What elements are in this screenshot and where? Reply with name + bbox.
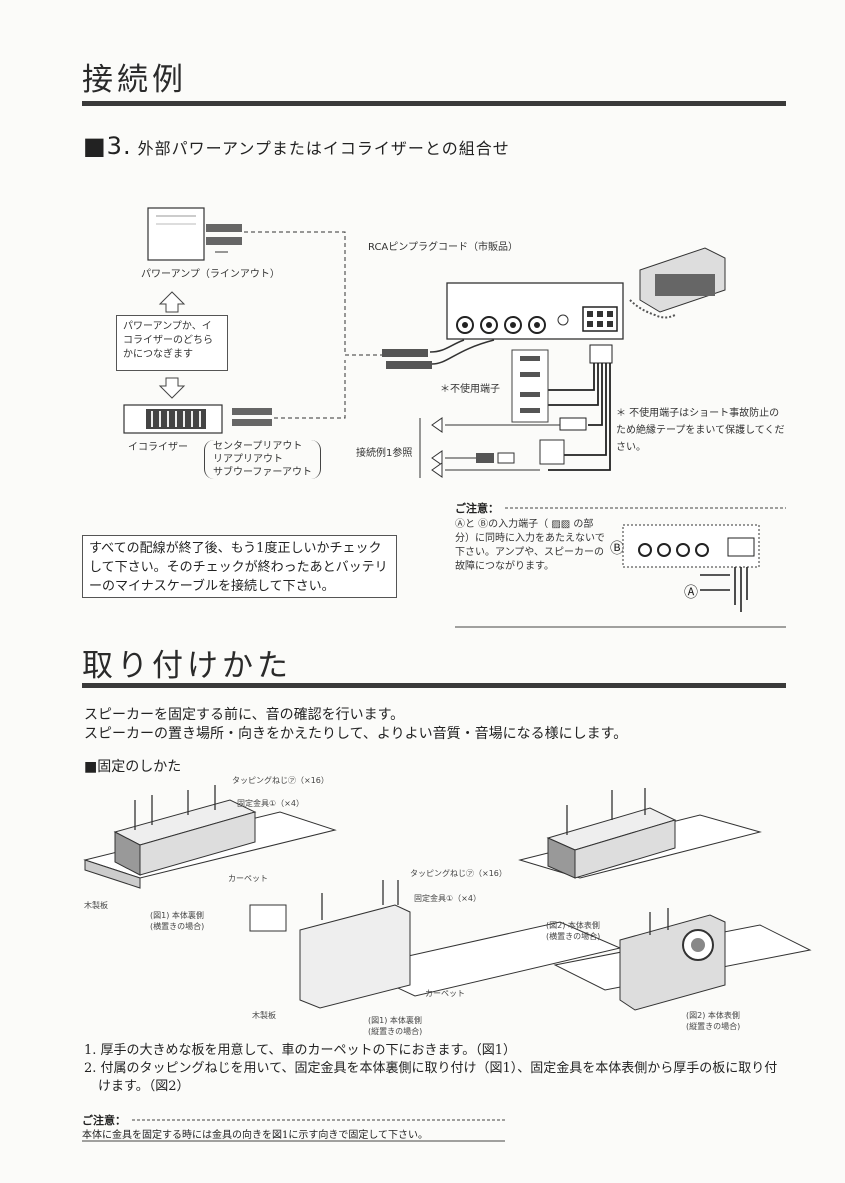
arrow-down-icon [158, 377, 186, 399]
wood-board-label-2: 木製板 [252, 1011, 276, 1020]
carpet-label-2: カーペット [425, 989, 465, 998]
fig2-flat-sub: (横置きの場合) [546, 932, 601, 941]
installation-intro: スピーカーを固定する前に、音の確認を行います。 スピーカーの置き場所・向きをかえ… [84, 706, 627, 744]
rca-plug-icon [206, 224, 242, 232]
bracket-label-1: 固定金具①（×4） [237, 799, 304, 808]
fig2-upright-caption: (図2) 本体表側 (縦置きの場合) [686, 1010, 740, 1032]
fig1-flat-sub: (横置きの場合) [150, 922, 205, 931]
caution-marker-a: Ⓐ [684, 585, 698, 601]
unused-terminal-note: ＊ 不使用端子はショート事故防止のため絶縁テープをまいて保護してください。 [616, 408, 785, 453]
title-rule [82, 101, 786, 106]
choice-note-box: パワーアンプか、イコライザーのどちらかにつなぎます [116, 315, 228, 371]
ref-example-label: 接続例1参照 [356, 448, 413, 459]
screw-label-1: タッピングねじ㋐（×16） [232, 776, 329, 785]
fig1-flat-caption: (図1) 本体裏側 (横置きの場合) [150, 910, 204, 932]
output-subwoofer: サブウーファーアウト [213, 467, 312, 478]
fig2-upright-title: (図2) 本体表側 [686, 1011, 740, 1020]
fig1-upright-caption: (図1) 本体裏側 (縦置きの場合) [368, 1015, 422, 1037]
check-reminder-box: すべての配線が終了後、もう1度正しいかチェックして下さい。そのチェックが終わった… [82, 535, 397, 598]
section-title-connection: 接続例 [82, 62, 187, 98]
unused-terminal-label: ＊不使用端子 [440, 384, 500, 395]
screw-label-2: タッピングねじ㋐（×16） [410, 869, 507, 878]
check-reminder-text: すべての配線が終了後、もう1度正しいかチェックして下さい。そのチェックが終わった… [89, 541, 388, 594]
wood-board-label-1: 木製板 [84, 901, 108, 910]
bracket-label-2: 固定金具①（×4） [414, 894, 481, 903]
output-center: センタープリアウト [213, 441, 303, 452]
carpet-label-1: カーペット [228, 874, 268, 883]
fig1-upright-sub: (縦置きの場合) [368, 1027, 423, 1036]
caution-2-heading: ご注意： [82, 1112, 130, 1128]
caution-2-text: 本体に金具を固定する時には金具の向きを図1に示す向きで固定して下さい。 [82, 1130, 429, 1141]
title-rule-2 [82, 683, 786, 688]
arrow-up-icon [158, 291, 186, 313]
step-2: 2. 付属のタッピングねじを用いて、固定金具を本体裏側に取り付け（図1）、固定金… [84, 1061, 778, 1094]
rca-cord-label: RCAピンプラグコード（市販品） [368, 242, 518, 253]
fig2-flat-title: (図2) 本体表側 [546, 921, 600, 930]
fig1-flat-title: (図1) 本体裏側 [150, 911, 204, 920]
fixing-subheading: ■固定のしかた [84, 759, 182, 775]
subheading: ■3. 外部パワーアンプまたはイコライザーとの組合せ [83, 132, 510, 160]
power-amp-label: パワーアンプ（ラインアウト） [141, 269, 280, 280]
fig1-upright-title: (図1) 本体裏側 [368, 1016, 422, 1025]
caution-marker-b: Ⓑ [610, 541, 624, 557]
caution-1-heading: ご注意： [455, 500, 503, 516]
choice-note-text: パワーアンプか、イコライザーのどちらかにつなぎます [123, 321, 213, 360]
intro-line-2: スピーカーの置き場所・向きをかえたりして、よりよい音質・音場になる様にします。 [84, 726, 628, 742]
arrow-left-icon [431, 417, 443, 433]
subheading-number: ■3. [83, 132, 132, 160]
power-amp-icon [147, 207, 205, 261]
subheading-text: 外部パワーアンプまたはイコライザーとの組合せ [137, 139, 510, 158]
intro-line-1: スピーカーを固定する前に、音の確認を行います。 [84, 707, 405, 723]
equalizer-outputs: センタープリアウト リアプリアウト サブウーファーアウト [204, 440, 321, 479]
output-rear: リアプリアウト [213, 454, 283, 465]
installation-steps: 1. 厚手の大きめな板を用意して、車のカーペットの下におきます。（図1） 2. … [84, 1042, 784, 1096]
step-1: 1. 厚手の大きめな板を用意して、車のカーペットの下におきます。（図1） [84, 1043, 516, 1058]
section-title-installation: 取り付けかた [82, 648, 292, 684]
caution-1-text: Ⓐと Ⓑの入力端子（ ▨▨ の部分）に同時に入力をあたえないで下さい。アンプや、… [455, 519, 605, 572]
fig2-upright-sub: (縦置きの場合) [686, 1022, 741, 1031]
fig2-flat-caption: (図2) 本体表側 (横置きの場合) [546, 920, 600, 942]
equalizer-label: イコライザー [128, 442, 188, 453]
